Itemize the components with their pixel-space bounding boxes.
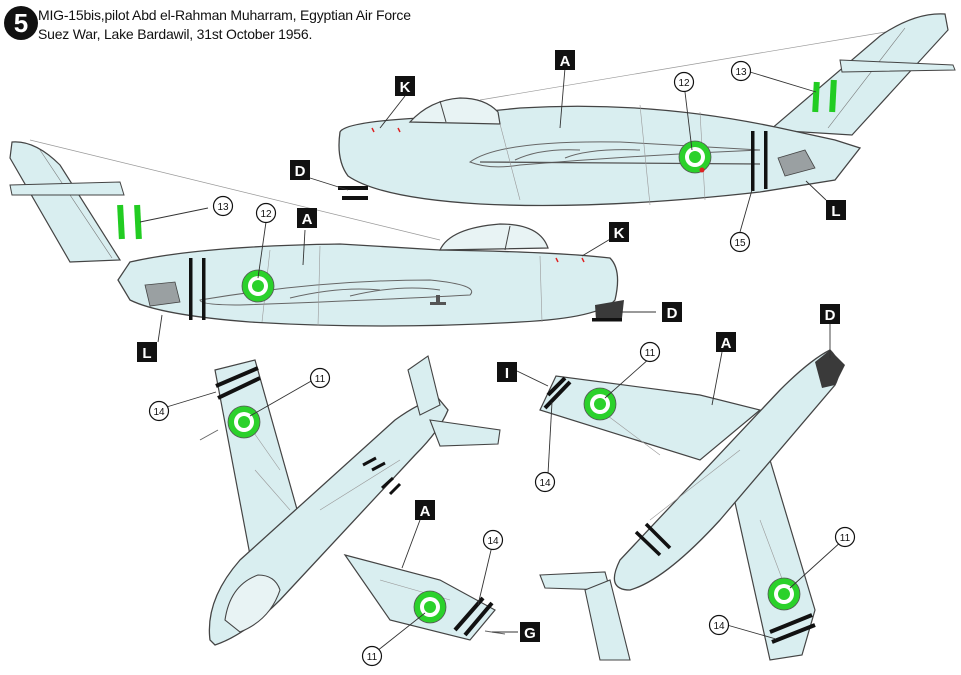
- canopy: [408, 97, 501, 125]
- callout-12: 12: [255, 202, 277, 224]
- tail-fin: [768, 13, 949, 136]
- antenna-wire: [479, 21, 946, 101]
- svg-text:K: K: [614, 225, 625, 242]
- svg-text:A: A: [420, 503, 431, 520]
- callout-D: D: [662, 302, 682, 322]
- canopy: [224, 574, 281, 633]
- port-side-profile: [9, 139, 624, 327]
- callout-L: L: [826, 200, 846, 220]
- svg-text:D: D: [295, 163, 306, 180]
- nose-intake: [815, 350, 845, 388]
- callout-A: A: [555, 50, 575, 70]
- callout-letters: A K D L A K D L A G A I D: [137, 50, 846, 642]
- svg-text:13: 13: [217, 202, 229, 213]
- svg-text:14: 14: [713, 621, 725, 632]
- callout-15: 15: [729, 231, 751, 253]
- callout-11: 11: [361, 645, 383, 667]
- svg-text:13: 13: [735, 67, 747, 78]
- callout-I: I: [497, 362, 517, 382]
- plate-title-line-2: Suez War, Lake Bardawil, 31st October 19…: [38, 26, 313, 42]
- callout-14: 14: [534, 471, 556, 493]
- fuselage-band: [189, 258, 193, 320]
- fuselage-band: [202, 258, 206, 320]
- svg-text:14: 14: [153, 407, 165, 418]
- fuselage: [117, 243, 619, 327]
- plate-title-line-1: MIG-15bis,pilot Abd el-Rahman Muharram, …: [38, 7, 411, 23]
- callout-K: K: [609, 222, 629, 242]
- tail-fin: [9, 141, 122, 263]
- svg-text:11: 11: [840, 533, 851, 544]
- fuselage: [338, 105, 862, 207]
- svg-text:G: G: [524, 625, 536, 642]
- fin-stripe: [829, 79, 837, 113]
- plate-number-badge: 5: [4, 6, 38, 40]
- svg-text:12: 12: [678, 78, 690, 89]
- callout-D: D: [290, 160, 310, 180]
- fuselage-roundel: [241, 269, 275, 303]
- callout-11: 11: [639, 341, 661, 363]
- svg-text:11: 11: [315, 374, 326, 385]
- fin-stripe: [117, 204, 125, 240]
- callout-12: 12: [673, 71, 695, 93]
- canopy: [439, 223, 549, 251]
- callout-13: 13: [212, 195, 234, 217]
- fin-stripe: [134, 204, 142, 240]
- svg-text:A: A: [560, 53, 571, 70]
- svg-text:D: D: [825, 307, 836, 324]
- svg-text:11: 11: [367, 652, 378, 663]
- callout-14: 14: [148, 400, 170, 422]
- starboard-side-profile: [338, 13, 956, 207]
- callout-14: 14: [708, 614, 730, 636]
- fuselage-band: [764, 131, 768, 189]
- fin-stripe: [812, 81, 820, 113]
- callout-A: A: [297, 208, 317, 228]
- callout-13: 13: [730, 60, 752, 82]
- wing-roundel: [227, 405, 261, 439]
- callout-A: A: [415, 500, 435, 520]
- callout-D: D: [820, 304, 840, 324]
- svg-text:14: 14: [539, 478, 551, 489]
- upper-surface-view: [199, 355, 506, 646]
- fuselage: [613, 349, 840, 591]
- callout-numbers: 12 13 15 13 12 14 11 14 11 11 14 11 14: [148, 60, 856, 667]
- svg-text:15: 15: [734, 238, 746, 249]
- lower-surface-view: [539, 349, 845, 661]
- leader-lines: [139, 67, 844, 656]
- fuselage-roundel: [678, 140, 712, 174]
- fuselage-band: [751, 131, 755, 191]
- svg-text:14: 14: [487, 536, 499, 547]
- svg-text:D: D: [667, 305, 678, 322]
- callout-A: A: [716, 332, 736, 352]
- svg-text:L: L: [831, 203, 840, 220]
- callout-14: 14: [482, 529, 504, 551]
- callout-K: K: [395, 76, 415, 96]
- callout-L: L: [137, 342, 157, 362]
- svg-text:A: A: [302, 211, 313, 228]
- callout-G: G: [520, 622, 540, 642]
- plate-header: 5 MIG-15bis,pilot Abd el-Rahman Muharram…: [4, 4, 524, 48]
- svg-text:L: L: [142, 345, 151, 362]
- svg-text:K: K: [400, 79, 411, 96]
- callout-11: 11: [834, 526, 856, 548]
- svg-text:11: 11: [645, 348, 656, 359]
- tail-panel: [777, 149, 816, 177]
- svg-text:A: A: [721, 335, 732, 352]
- svg-text:I: I: [505, 365, 509, 382]
- tail-panel: [144, 281, 181, 307]
- svg-text:12: 12: [260, 209, 272, 220]
- callout-11: 11: [309, 367, 331, 389]
